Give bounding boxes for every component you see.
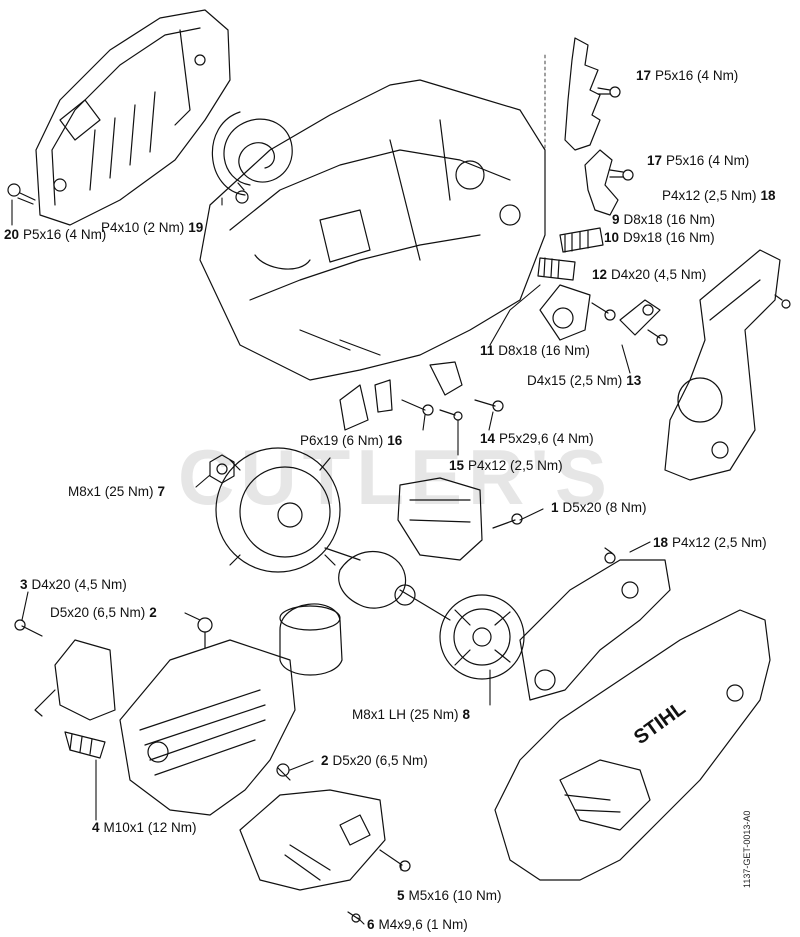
- parts-14-16: [339, 361, 504, 431]
- nut-7: [209, 454, 235, 484]
- bolt-11: [537, 257, 576, 281]
- oil-pump: [539, 284, 591, 341]
- screw-18a: [774, 294, 791, 309]
- watermark: CUTLER'S: [178, 433, 613, 521]
- screw-12: [591, 302, 616, 321]
- label-2a: D5x20 (6,5 Nm)2: [50, 605, 157, 620]
- screw-19: [235, 182, 249, 204]
- clutch: [439, 594, 525, 680]
- chain-catcher: [564, 37, 601, 151]
- piston: [279, 603, 343, 676]
- screw-2b: [276, 763, 291, 781]
- label-18a: P4x12 (2,5 Nm)18: [662, 188, 776, 203]
- screw-6: [347, 911, 361, 923]
- screw-3: [14, 619, 43, 637]
- ignition-coil: [34, 639, 116, 721]
- starter-cover: [35, 9, 231, 226]
- label-13: D4x15 (2,5 Nm)13: [527, 373, 642, 388]
- screw-5: [379, 849, 411, 872]
- leader-lines: [11, 197, 651, 925]
- spark-plug: [64, 731, 106, 759]
- brand-logo: STIHL: [630, 697, 690, 749]
- side-cover: [494, 609, 771, 881]
- screw-2a: [197, 617, 213, 649]
- screw-17b: [609, 169, 634, 181]
- muffler: [239, 789, 386, 891]
- label-19: P4x10 (2 Nm)19: [101, 220, 204, 235]
- flywheel: [215, 447, 341, 573]
- rewind-spring: [211, 111, 293, 196]
- ignition-module: [397, 477, 483, 561]
- screw-13: [647, 329, 668, 346]
- bracket: [584, 149, 619, 216]
- sprocket-cover: [664, 249, 781, 481]
- cylinder: [119, 639, 296, 816]
- screw-20: [7, 183, 36, 205]
- crankshaft: [324, 547, 451, 621]
- crankcase-housing: [199, 79, 546, 381]
- label-8: M8x1 LH (25 Nm)8: [352, 707, 471, 722]
- bolt-9-10: [559, 227, 604, 253]
- screw-17a: [597, 86, 621, 98]
- screw-18b: [604, 547, 616, 564]
- chain-brake: [519, 559, 671, 701]
- label-7: M8x1 (25 Nm)7: [68, 484, 166, 499]
- document-id: 1137-GET-0013-A0: [742, 810, 752, 888]
- guide-plate: [619, 299, 661, 336]
- label-16: P6x19 (6 Nm)16: [300, 433, 403, 448]
- screw-1: [492, 513, 523, 529]
